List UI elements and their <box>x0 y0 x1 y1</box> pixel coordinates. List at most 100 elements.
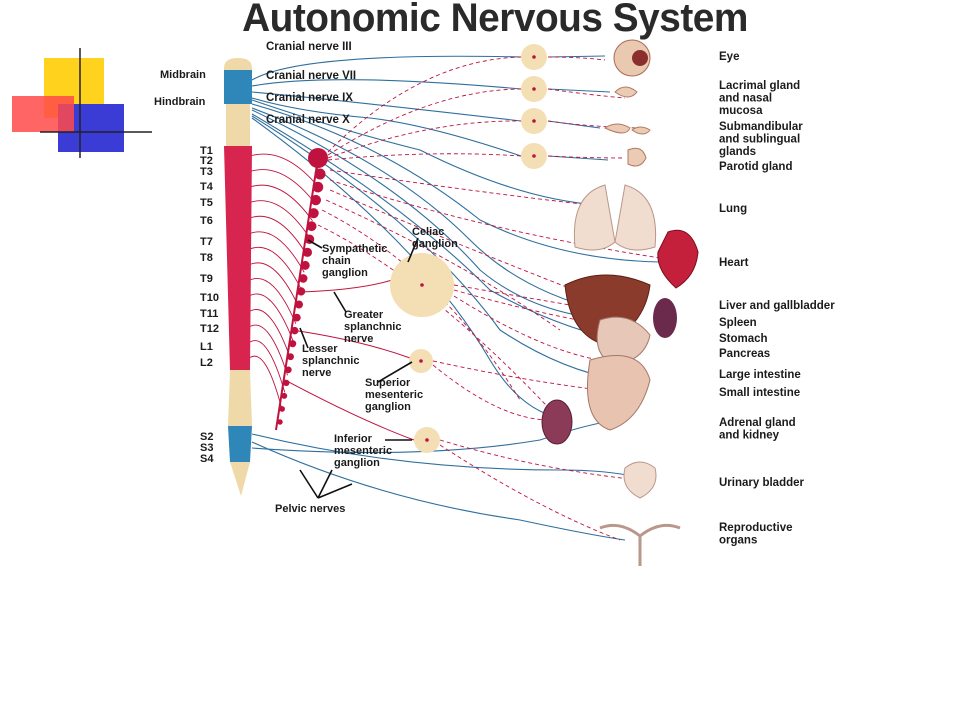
postganglionic-fiber <box>453 295 601 361</box>
organ-label-eye: Eye <box>719 51 739 63</box>
cervical-segment <box>226 104 250 146</box>
segment-label-t5: T5 <box>200 197 213 209</box>
chain-line <box>275 157 319 431</box>
postganglionic-fiber <box>327 56 522 153</box>
preganglionic-fiber <box>249 169 316 204</box>
spinal-cord <box>224 58 252 496</box>
organ-label-pancreas-line: Pancreas <box>719 348 770 360</box>
pterygopalatine-ganglion-dot <box>532 87 536 91</box>
parasympathetic-nerve <box>251 117 561 419</box>
parasympathetic-nerve <box>251 55 522 81</box>
segment-label-t11: T11 <box>200 308 218 320</box>
organ-label-heart: Heart <box>719 257 749 269</box>
organ-label-small-intestine: Small intestine <box>719 387 800 399</box>
greater-splanchnic-label-line: splanchnic <box>344 321 401 333</box>
submandibular-ganglion-dot <box>532 119 536 123</box>
hindbrain-label: Hindbrain <box>154 96 206 108</box>
postganglionic-fiber <box>325 199 561 331</box>
segment-label-t12: T12 <box>200 323 219 335</box>
superior-mesenteric-label-line: Superior <box>365 377 411 389</box>
label-pointer <box>307 239 323 249</box>
postganglionic-fiber <box>327 153 522 161</box>
reproductive-illustration <box>599 523 681 566</box>
parasympathetic-nerve <box>251 115 621 381</box>
cauda-segment <box>230 462 250 496</box>
chain-ganglion <box>291 326 299 335</box>
lumbar-segment <box>228 370 252 426</box>
segment-label-t3: T3 <box>200 166 213 178</box>
organ-label-adrenal-line: and kidney <box>719 430 780 442</box>
preganglionic-fiber <box>249 153 319 187</box>
organ-label-parotid: Parotid gland <box>719 161 792 173</box>
organ-label-stomach-line: Stomach <box>719 333 768 345</box>
inferior-mesenteric-ganglion-dot <box>425 438 429 442</box>
superior-cervical-ganglion <box>308 148 328 168</box>
postganglionic-fiber <box>547 155 626 159</box>
parasympathetic-nerve <box>547 88 611 93</box>
organ-label-adrenal-line: Adrenal gland <box>719 417 796 429</box>
parasympathetic-nerve <box>251 107 601 311</box>
chain-ganglion <box>300 260 310 270</box>
segment-label-s2: S2 <box>200 431 213 443</box>
segment-label-t9: T9 <box>200 273 213 285</box>
parasympathetic-nerve <box>251 103 661 263</box>
organ-label-spleen: Spleen <box>719 317 757 329</box>
pelvic-nerves-label-line: Pelvic nerves <box>275 503 345 515</box>
segment-label-l1: L1 <box>200 341 213 353</box>
organ-label-eye-line: Eye <box>719 51 739 63</box>
page-title: Autonomic Nervous System <box>242 0 748 40</box>
parasympathetic-nerve <box>251 79 522 90</box>
preganglionic-fiber <box>249 309 291 359</box>
chain-ganglion <box>279 406 285 412</box>
lesser-splanchnic-fiber <box>291 329 411 359</box>
parasympathetic-nerve <box>251 97 522 157</box>
postganglionic-fiber <box>439 439 641 481</box>
segment-label-t6: T6 <box>200 215 213 227</box>
eye-iris <box>632 50 648 66</box>
chain-ganglion <box>296 287 306 296</box>
organ-label-pancreas: Pancreas <box>719 348 770 360</box>
thoracolumbar-segment <box>224 146 252 370</box>
label-pointer <box>333 291 347 313</box>
preganglionic-fiber <box>249 262 300 307</box>
superior-mesenteric-label-line: mesenteric <box>365 389 423 401</box>
greater-splanchnic-fiber <box>299 279 393 293</box>
preganglionic-fiber <box>249 200 311 239</box>
organ-label-lacrimal-line: mucosa <box>719 105 763 117</box>
preganglionic-fiber <box>249 215 308 256</box>
lesser-splanchnic-label-line: splanchnic <box>302 355 359 367</box>
preganglionic-fiber <box>249 247 302 290</box>
spleen-illustration <box>653 298 677 338</box>
brainstem-segment <box>224 70 252 104</box>
preganglionic-fiber <box>249 355 283 410</box>
superior-mesenteric-label-line: ganglion <box>365 401 411 413</box>
ganglia <box>390 44 547 453</box>
superior-mesenteric-ganglion-dot <box>419 359 423 363</box>
chain-ganglion <box>298 274 308 283</box>
organ-label-lacrimal-line: and nasal <box>719 93 772 105</box>
organ-label-liver-line: Liver and gallbladder <box>719 300 835 312</box>
cranial-nerve-label: Cranial nerve III <box>266 41 352 53</box>
sympathetic-chain <box>275 148 328 431</box>
chain-ganglion <box>289 340 297 348</box>
slide-ornament <box>12 48 152 158</box>
postganglionic-fiber <box>547 56 606 61</box>
chain-ganglion <box>285 366 292 374</box>
organ-label-spleen-line: Spleen <box>719 317 757 329</box>
organ-label-lung: Lung <box>719 203 747 215</box>
celiac-ganglion-label-line: Celiac <box>412 226 444 238</box>
right-lung-illustration <box>614 184 657 251</box>
chain-ganglion <box>302 247 312 257</box>
hindbrain-label-line: Hindbrain <box>154 96 206 108</box>
heart-illustration <box>657 229 699 289</box>
segment-label-t8: T8 <box>200 252 213 264</box>
preganglionic-fiber <box>249 293 294 342</box>
segment-label-s4: S4 <box>200 453 214 465</box>
label-pointer <box>299 469 353 499</box>
cord-top <box>224 58 252 72</box>
